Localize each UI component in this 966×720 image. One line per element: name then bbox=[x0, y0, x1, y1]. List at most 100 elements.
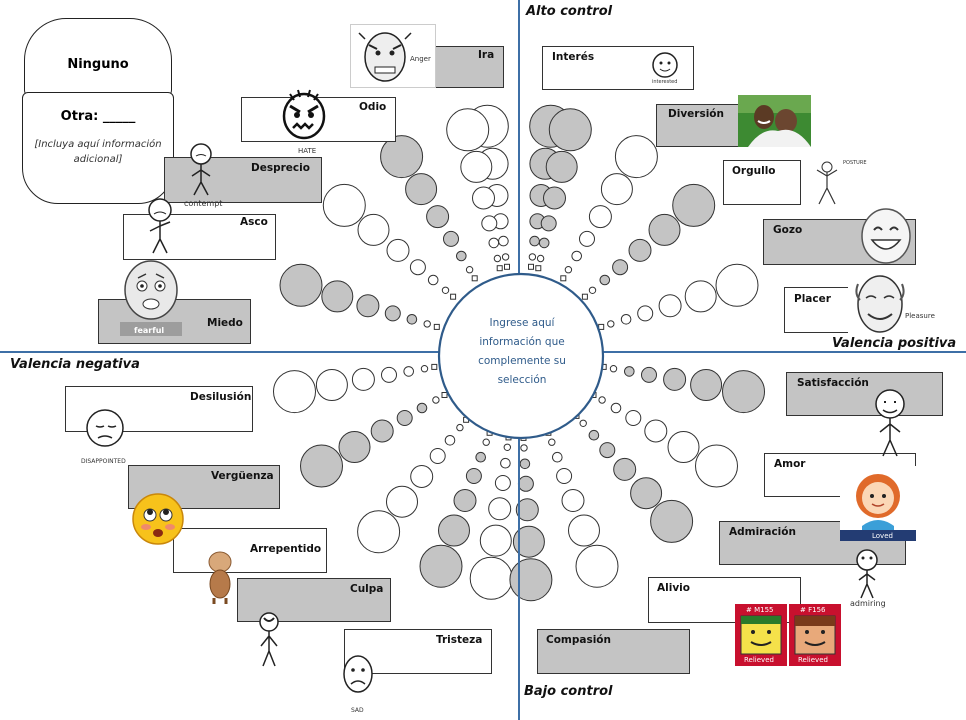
intensity-bubble-compasion-1[interactable] bbox=[520, 444, 528, 452]
intensity-bubble-desilusion-5[interactable] bbox=[315, 369, 348, 401]
intensity-bubble-gozo-6[interactable] bbox=[672, 183, 716, 227]
emotion-box-desprecio[interactable] bbox=[164, 157, 322, 203]
intensity-bubble-diversion-1[interactable] bbox=[536, 254, 545, 263]
intensity-bubble-alivio-3[interactable] bbox=[556, 468, 573, 484]
intensity-bubble-diversion-4[interactable] bbox=[543, 186, 566, 210]
intensity-bubble-satisfaccion-4[interactable] bbox=[663, 367, 687, 391]
intensity-bubble-miedo-3[interactable] bbox=[384, 305, 401, 322]
emotion-box-asco[interactable] bbox=[123, 214, 276, 260]
intensity-bubble-culpa-3[interactable] bbox=[465, 468, 482, 484]
emotion-box-orgullo[interactable] bbox=[723, 160, 801, 205]
intensity-bubble-desilusion-1[interactable] bbox=[420, 365, 429, 373]
intensity-bubble-desprecio-1[interactable] bbox=[465, 266, 474, 274]
intensity-bubble-culpa-6[interactable] bbox=[419, 544, 463, 588]
intensity-bubble-asco-4[interactable] bbox=[386, 238, 410, 262]
intensity-bubble-admiracion-6[interactable] bbox=[650, 499, 694, 543]
intensity-bubble-verguenza-6[interactable] bbox=[300, 444, 343, 488]
intensity-bubble-tristeza-4[interactable] bbox=[488, 497, 512, 521]
intensity-bubble-gozo-5[interactable] bbox=[648, 213, 681, 246]
intensity-bubble-tristeza-5[interactable] bbox=[479, 524, 512, 557]
intensity-bubble-desilusion-4[interactable] bbox=[351, 367, 375, 391]
intensity-bubble-amor-3[interactable] bbox=[625, 410, 642, 426]
intensity-bubble-admiracion-5[interactable] bbox=[630, 477, 663, 510]
intensity-bubble-culpa-5[interactable] bbox=[438, 514, 470, 547]
intensity-bubble-desilusion-3[interactable] bbox=[381, 366, 397, 383]
emotion-box-satisfaccion[interactable] bbox=[786, 372, 943, 416]
intensity-bubble-admiracion-4[interactable] bbox=[613, 457, 637, 481]
intensity-bubble-culpa-1[interactable] bbox=[482, 438, 490, 446]
emotion-box-compasion[interactable] bbox=[537, 629, 690, 674]
intensity-bubble-diversion-5[interactable] bbox=[545, 150, 578, 183]
center-circle[interactable] bbox=[437, 272, 605, 440]
intensity-bubble-odio-5[interactable] bbox=[460, 150, 493, 183]
intensity-bubble-orgullo-5[interactable] bbox=[600, 173, 633, 206]
intensity-bubble-verguenza-5[interactable] bbox=[338, 431, 371, 463]
intensity-bubble-desilusion-2[interactable] bbox=[403, 366, 415, 377]
intensity-bubble-interes-2[interactable] bbox=[498, 235, 509, 247]
intensity-bubble-tristeza-1[interactable] bbox=[503, 443, 511, 451]
intensity-bubble-compasion-6[interactable] bbox=[509, 558, 553, 602]
emotion-box-arrepentido[interactable] bbox=[173, 528, 327, 573]
intensity-bubble-orgullo-2[interactable] bbox=[571, 250, 583, 262]
intensity-bubble-asco-5[interactable] bbox=[357, 213, 390, 246]
intensity-bubble-gozo-4[interactable] bbox=[628, 238, 652, 262]
intensity-bubble-tristeza-3[interactable] bbox=[494, 475, 511, 491]
intensity-bubble-satisfaccion-1[interactable] bbox=[609, 365, 618, 373]
intensity-bubble-satisfaccion-5[interactable] bbox=[690, 369, 723, 401]
intensity-bubble-alivio-4[interactable] bbox=[561, 489, 585, 512]
intensity-bubble-verguenza-1[interactable] bbox=[432, 396, 440, 404]
intensity-bubble-asco-3[interactable] bbox=[409, 259, 426, 276]
intensity-bubble-culpa-4[interactable] bbox=[453, 489, 477, 512]
intensity-bubble-miedo-1[interactable] bbox=[423, 320, 431, 328]
intensity-bubble-admiracion-1[interactable] bbox=[579, 419, 587, 427]
intensity-bubble-asco-6[interactable] bbox=[322, 183, 366, 227]
intensity-bubble-compasion-2[interactable] bbox=[519, 458, 531, 470]
intensity-bubble-desilusion-6[interactable] bbox=[273, 370, 316, 414]
intensity-bubble-diversion-6[interactable] bbox=[548, 108, 592, 152]
intensity-bubble-amor-1[interactable] bbox=[598, 396, 606, 404]
intensity-bubble-amor-6[interactable] bbox=[695, 444, 738, 488]
intensity-bubble-ira-1[interactable] bbox=[528, 253, 537, 261]
intensity-bubble-desprecio-3[interactable] bbox=[443, 230, 459, 247]
intensity-bubble-arrepentido-3[interactable] bbox=[429, 448, 446, 464]
intensity-bubble-desprecio-4[interactable] bbox=[426, 205, 450, 229]
intensity-bubble-placer-4[interactable] bbox=[658, 294, 682, 318]
intensity-bubble-desprecio-6[interactable] bbox=[380, 135, 424, 179]
intensity-bubble-miedo-2[interactable] bbox=[406, 314, 418, 325]
intensity-bubble-verguenza-2[interactable] bbox=[416, 402, 428, 414]
emotion-box-miedo[interactable] bbox=[98, 299, 251, 344]
intensity-bubble-interes-1[interactable] bbox=[501, 253, 510, 261]
intensity-bubble-orgullo-4[interactable] bbox=[588, 205, 612, 229]
intensity-bubble-verguenza-4[interactable] bbox=[370, 419, 394, 443]
intensity-bubble-odio-4[interactable] bbox=[472, 186, 495, 210]
intensity-bubble-odio-2[interactable] bbox=[488, 237, 500, 249]
intensity-bubble-placer-5[interactable] bbox=[684, 280, 717, 313]
intensity-bubble-placer-1[interactable] bbox=[607, 320, 615, 328]
intensity-bubble-desprecio-2[interactable] bbox=[456, 250, 467, 262]
intensity-bubble-orgullo-1[interactable] bbox=[564, 266, 573, 274]
intensity-bubble-miedo-6[interactable] bbox=[279, 263, 323, 307]
intensity-bubble-asco-1[interactable] bbox=[441, 286, 450, 294]
intensity-bubble-tristeza-2[interactable] bbox=[500, 457, 511, 469]
intensity-bubble-placer-6[interactable] bbox=[715, 263, 759, 307]
intensity-bubble-alivio-5[interactable] bbox=[568, 514, 600, 547]
intensity-bubble-alivio-6[interactable] bbox=[575, 544, 619, 588]
intensity-bubble-ira-2[interactable] bbox=[529, 235, 540, 247]
intensity-bubble-amor-2[interactable] bbox=[610, 402, 622, 414]
intensity-bubble-gozo-2[interactable] bbox=[599, 274, 611, 286]
intensity-bubble-tristeza-6[interactable] bbox=[469, 556, 513, 600]
intensity-bubble-compasion-5[interactable] bbox=[512, 525, 545, 558]
intensity-bubble-admiracion-2[interactable] bbox=[588, 429, 600, 441]
intensity-bubble-gozo-1[interactable] bbox=[588, 286, 597, 294]
intensity-bubble-arrepentido-6[interactable] bbox=[357, 510, 401, 554]
intensity-bubble-verguenza-3[interactable] bbox=[396, 410, 413, 426]
intensity-bubble-gozo-3[interactable] bbox=[612, 259, 629, 276]
intensity-bubble-satisfaccion-6[interactable] bbox=[722, 370, 765, 414]
intensity-bubble-compasion-3[interactable] bbox=[517, 475, 534, 492]
intensity-bubble-arrepentido-5[interactable] bbox=[386, 485, 418, 518]
intensity-bubble-odio-6[interactable] bbox=[446, 108, 490, 152]
intensity-bubble-diversion-2[interactable] bbox=[538, 237, 550, 249]
intensity-bubble-arrepentido-2[interactable] bbox=[444, 435, 456, 446]
intensity-bubble-desprecio-5[interactable] bbox=[405, 173, 438, 206]
intensity-bubble-placer-3[interactable] bbox=[637, 305, 654, 322]
